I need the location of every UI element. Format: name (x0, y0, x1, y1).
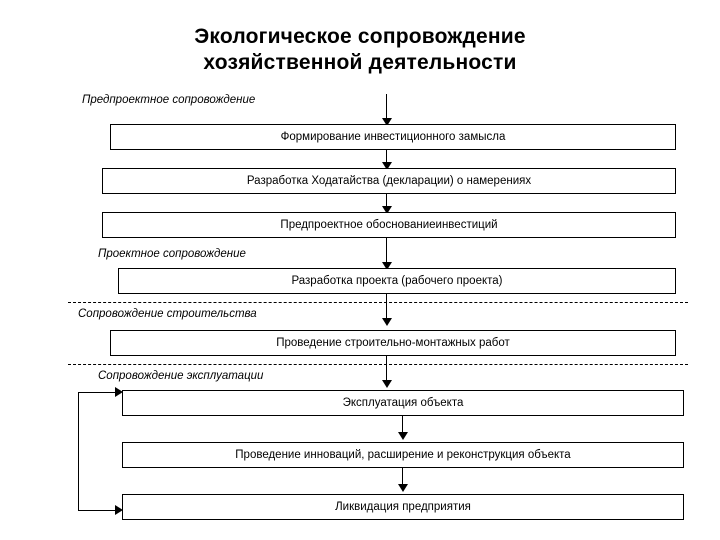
feedback-loop-arrow-bottom (115, 505, 123, 515)
step-box-3[interactable]: Предпроектное обоснованиеинвестиций (102, 212, 676, 238)
step-box-6[interactable]: Эксплуатация объекта (122, 390, 684, 416)
page-title-line-2: хозяйственной деятельности (203, 51, 517, 74)
stage-label-operation: Сопровождение эксплуатации (98, 370, 264, 382)
connector-line-4 (386, 294, 387, 322)
stage-label-construction: Сопровождение строительства (78, 308, 257, 320)
connector-line-5 (386, 356, 387, 384)
feedback-loop-arrow-top (115, 387, 123, 397)
feedback-loop-top (78, 392, 118, 393)
stage-label-preproject: Предпроектное сопровождение (82, 94, 256, 106)
connector-arrow-1 (382, 162, 392, 170)
stage-label-project: Проектное сопровождение (98, 248, 246, 260)
connector-line-0 (386, 94, 387, 120)
connector-line-7 (402, 468, 403, 488)
feedback-loop-bottom (78, 510, 118, 511)
connector-line-1 (386, 150, 387, 166)
separator-construction (68, 302, 688, 303)
connector-arrow-4 (382, 318, 392, 326)
connector-arrow-2 (382, 206, 392, 214)
connector-line-2 (386, 194, 387, 210)
connector-arrow-6 (398, 432, 408, 440)
page-title: Экологическое сопровождение хозяйственно… (0, 24, 720, 76)
connector-arrow-3 (382, 262, 392, 270)
page-title-line-1: Экологическое сопровождение (194, 25, 526, 48)
step-box-5[interactable]: Проведение строительно-монтажных работ (110, 330, 676, 356)
separator-operation (68, 364, 688, 365)
connector-arrow-7 (398, 484, 408, 492)
step-box-2[interactable]: Разработка Ходатайства (декларации) о на… (102, 168, 676, 194)
feedback-loop-vertical (78, 392, 79, 510)
step-box-7[interactable]: Проведение инноваций, расширение и рекон… (122, 442, 684, 468)
connector-line-6 (402, 416, 403, 436)
step-box-1[interactable]: Формирование инвестиционного замысла (110, 124, 676, 150)
connector-line-3 (386, 238, 387, 266)
connector-arrow-5 (382, 380, 392, 388)
step-box-8[interactable]: Ликвидация предприятия (122, 494, 684, 520)
connector-arrow-0 (382, 118, 392, 126)
step-box-4[interactable]: Разработка проекта (рабочего проекта) (118, 268, 676, 294)
